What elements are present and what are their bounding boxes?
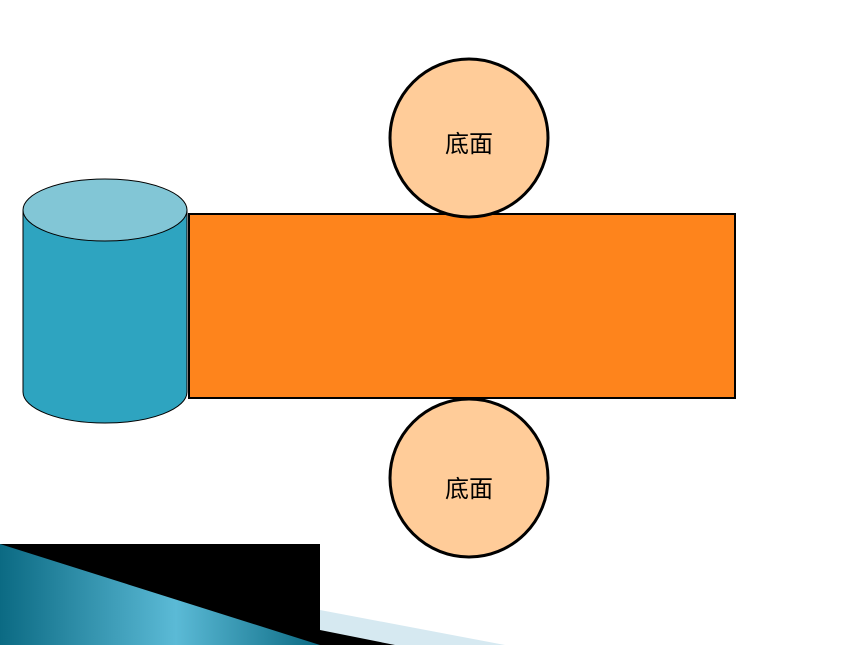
bottom-circle-shape xyxy=(388,397,550,559)
top-circle-label: 底面 xyxy=(445,130,493,158)
lateral-surface-rectangle xyxy=(188,213,736,399)
corner-blue-wedge xyxy=(0,544,320,645)
bottom-circle-label: 底面 xyxy=(445,475,493,503)
corner-decoration xyxy=(0,544,505,645)
corner-black-sliver xyxy=(320,630,395,645)
cylinder-body xyxy=(22,209,188,424)
cylinder xyxy=(22,178,188,424)
bottom-base-circle: 底面 xyxy=(388,397,550,559)
top-base-circle: 底面 xyxy=(388,57,550,219)
corner-light-blue-wedge xyxy=(320,610,505,645)
cylinder-top-ellipse xyxy=(22,178,188,242)
top-circle-shape xyxy=(388,57,550,219)
